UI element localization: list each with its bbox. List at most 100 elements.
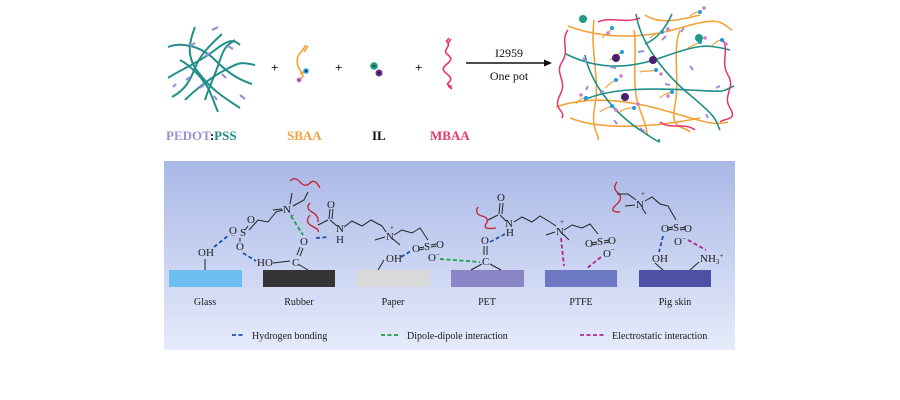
amide-h-label: H — [336, 234, 344, 246]
electrostatic-line — [585, 256, 602, 270]
electrostatic-line — [687, 239, 707, 251]
plus-charge: + — [560, 218, 564, 226]
substrate-glass — [169, 270, 242, 287]
sulfonate-o-label: O — [436, 239, 444, 251]
dipole-dipole-line — [439, 258, 481, 263]
legend-label-hydrogen: Hydrogen bonding — [252, 331, 327, 342]
minus-charge: − — [682, 235, 686, 243]
sbaa-label: SBAA — [287, 128, 322, 143]
sulfonate-o-label: O — [603, 248, 611, 260]
legend-label-dipole: Dipole-dipole interaction — [407, 331, 508, 342]
substrate-rubber — [263, 270, 335, 287]
mbaa-label: MBAA — [430, 128, 470, 143]
carbonyl-c-label: C — [292, 257, 299, 269]
substrate-ptfe — [545, 270, 617, 287]
sulfonate-o-label: O — [674, 236, 682, 248]
sulfonate-o-label: O — [661, 223, 669, 235]
dipole-dipole-line — [290, 215, 304, 236]
sulfonate-o-label: O — [684, 223, 692, 235]
pedot-label-part: PEDOT — [166, 128, 211, 143]
paper-oh-label: OH — [386, 253, 402, 265]
pig-skin-nh3-label: NH3+ — [700, 252, 723, 266]
plus-sign: + — [335, 60, 342, 75]
ionic-liquid-icon — [370, 62, 383, 77]
sbaa-molecule-paper-pet: O N H N + S O O O − OH C — [306, 199, 502, 271]
sulfonate-o-label: O — [247, 214, 255, 226]
pet-carbonyl-o-label: O — [481, 235, 489, 247]
minus-charge: − — [231, 232, 235, 240]
plus-sign: + — [415, 60, 422, 75]
ammonium-n-label: N — [283, 204, 291, 216]
legend-item-hydrogen-bonding: Hydrogen bonding — [232, 331, 327, 342]
sbaa-molecule-pig-skin: N + S O O O − OH NH3+ — [612, 181, 723, 271]
nh3-subscript: 3 — [716, 258, 720, 266]
sulfur-label: S — [240, 227, 246, 239]
hydrogen-bond-line — [489, 233, 506, 243]
legend-item-electrostatic: Electrostatic interaction — [580, 331, 707, 342]
electrostatic-line — [560, 237, 565, 267]
il-label: IL — [372, 128, 386, 143]
ammonium-n-label: N — [386, 231, 394, 243]
amide-h-label: H — [506, 227, 514, 239]
pedot-label-separator: : — [210, 128, 214, 143]
pedot-pss-label: PEDOT:PSS — [166, 128, 237, 143]
sulfur-label: S — [424, 241, 430, 253]
sulfonate-o-label: O — [428, 252, 436, 264]
interaction-legend: Hydrogen bonding Dipole-dipole interacti… — [232, 331, 707, 342]
ammonium-n-label: N — [556, 226, 564, 238]
substrate-label-pet: PET — [478, 297, 496, 308]
hydrogen-bond-line — [658, 235, 664, 253]
pedot-segments-icon — [172, 26, 246, 101]
sulfur-label: S — [673, 222, 679, 234]
substrate-pet — [451, 270, 524, 287]
substrate-label-glass: Glass — [194, 297, 216, 308]
mbaa-crosslinker-icon — [442, 37, 453, 90]
pig-skin-oh-label: OH — [652, 253, 668, 265]
hydrogen-bond-line — [315, 236, 329, 239]
amide-o-label: O — [327, 199, 335, 211]
top-reaction-scheme: + + + — [166, 6, 735, 143]
initiator-label: I2959 — [495, 46, 523, 60]
substrate-label-rubber: Rubber — [284, 297, 314, 308]
substrate-label-pig-skin: Pig skin — [659, 297, 692, 308]
sulfonate-o-label: O — [236, 241, 244, 253]
minus-charge: − — [611, 246, 615, 254]
ammonium-n-label: N — [636, 199, 644, 211]
sulfonate-o-label: O — [585, 238, 593, 250]
hydrogen-bond-line — [213, 234, 230, 248]
amide-o-label: O — [497, 192, 505, 204]
one-pot-label: One pot — [490, 69, 529, 83]
minus-charge: − — [436, 251, 440, 259]
amide-n-label: N — [505, 218, 513, 230]
plus-sign: + — [271, 60, 278, 75]
pet-carbonyl-c-label: C — [482, 256, 489, 268]
sulfonate-o-label: O — [608, 235, 616, 247]
plus-charge: + — [641, 190, 645, 198]
hydrogel-network-icon — [555, 6, 735, 143]
glass-oh-label: OH — [198, 247, 214, 259]
sulfonate-o-label: O — [412, 243, 420, 255]
adhesion-interaction-panel: Glass Rubber Paper PET PTFE Pig skin OH … — [164, 161, 735, 350]
legend-item-dipole-dipole: Dipole-dipole interaction — [381, 331, 508, 342]
sulfonate-o-label: O — [229, 225, 237, 237]
sbaa-monomer-icon — [296, 44, 309, 83]
hydrogen-bond-line — [242, 252, 257, 262]
substrate-label-paper: Paper — [382, 297, 405, 308]
rubber-ho-label: HO — [257, 257, 273, 269]
sbaa-molecule-glass-rubber: OH O − S O O N + HO C O — [198, 178, 329, 271]
plus-charge: + — [390, 224, 394, 232]
amide-n-label: N — [336, 223, 344, 235]
legend-label-electrostatic: Electrostatic interaction — [612, 331, 707, 342]
carbonyl-o-label: O — [300, 236, 308, 248]
pss-label-part: PSS — [214, 128, 236, 143]
hydrogen-bond-line — [400, 250, 412, 258]
panel-background — [164, 161, 735, 350]
sbaa-pendant-groups — [575, 6, 728, 113]
substrate-blocks — [169, 270, 711, 287]
nh3-superscript: + — [719, 252, 723, 260]
substrate-label-ptfe: PTFE — [569, 297, 592, 308]
nh-text: NH — [700, 253, 716, 265]
pedot-pss-network-icon — [167, 26, 256, 113]
substrate-paper — [357, 270, 430, 287]
